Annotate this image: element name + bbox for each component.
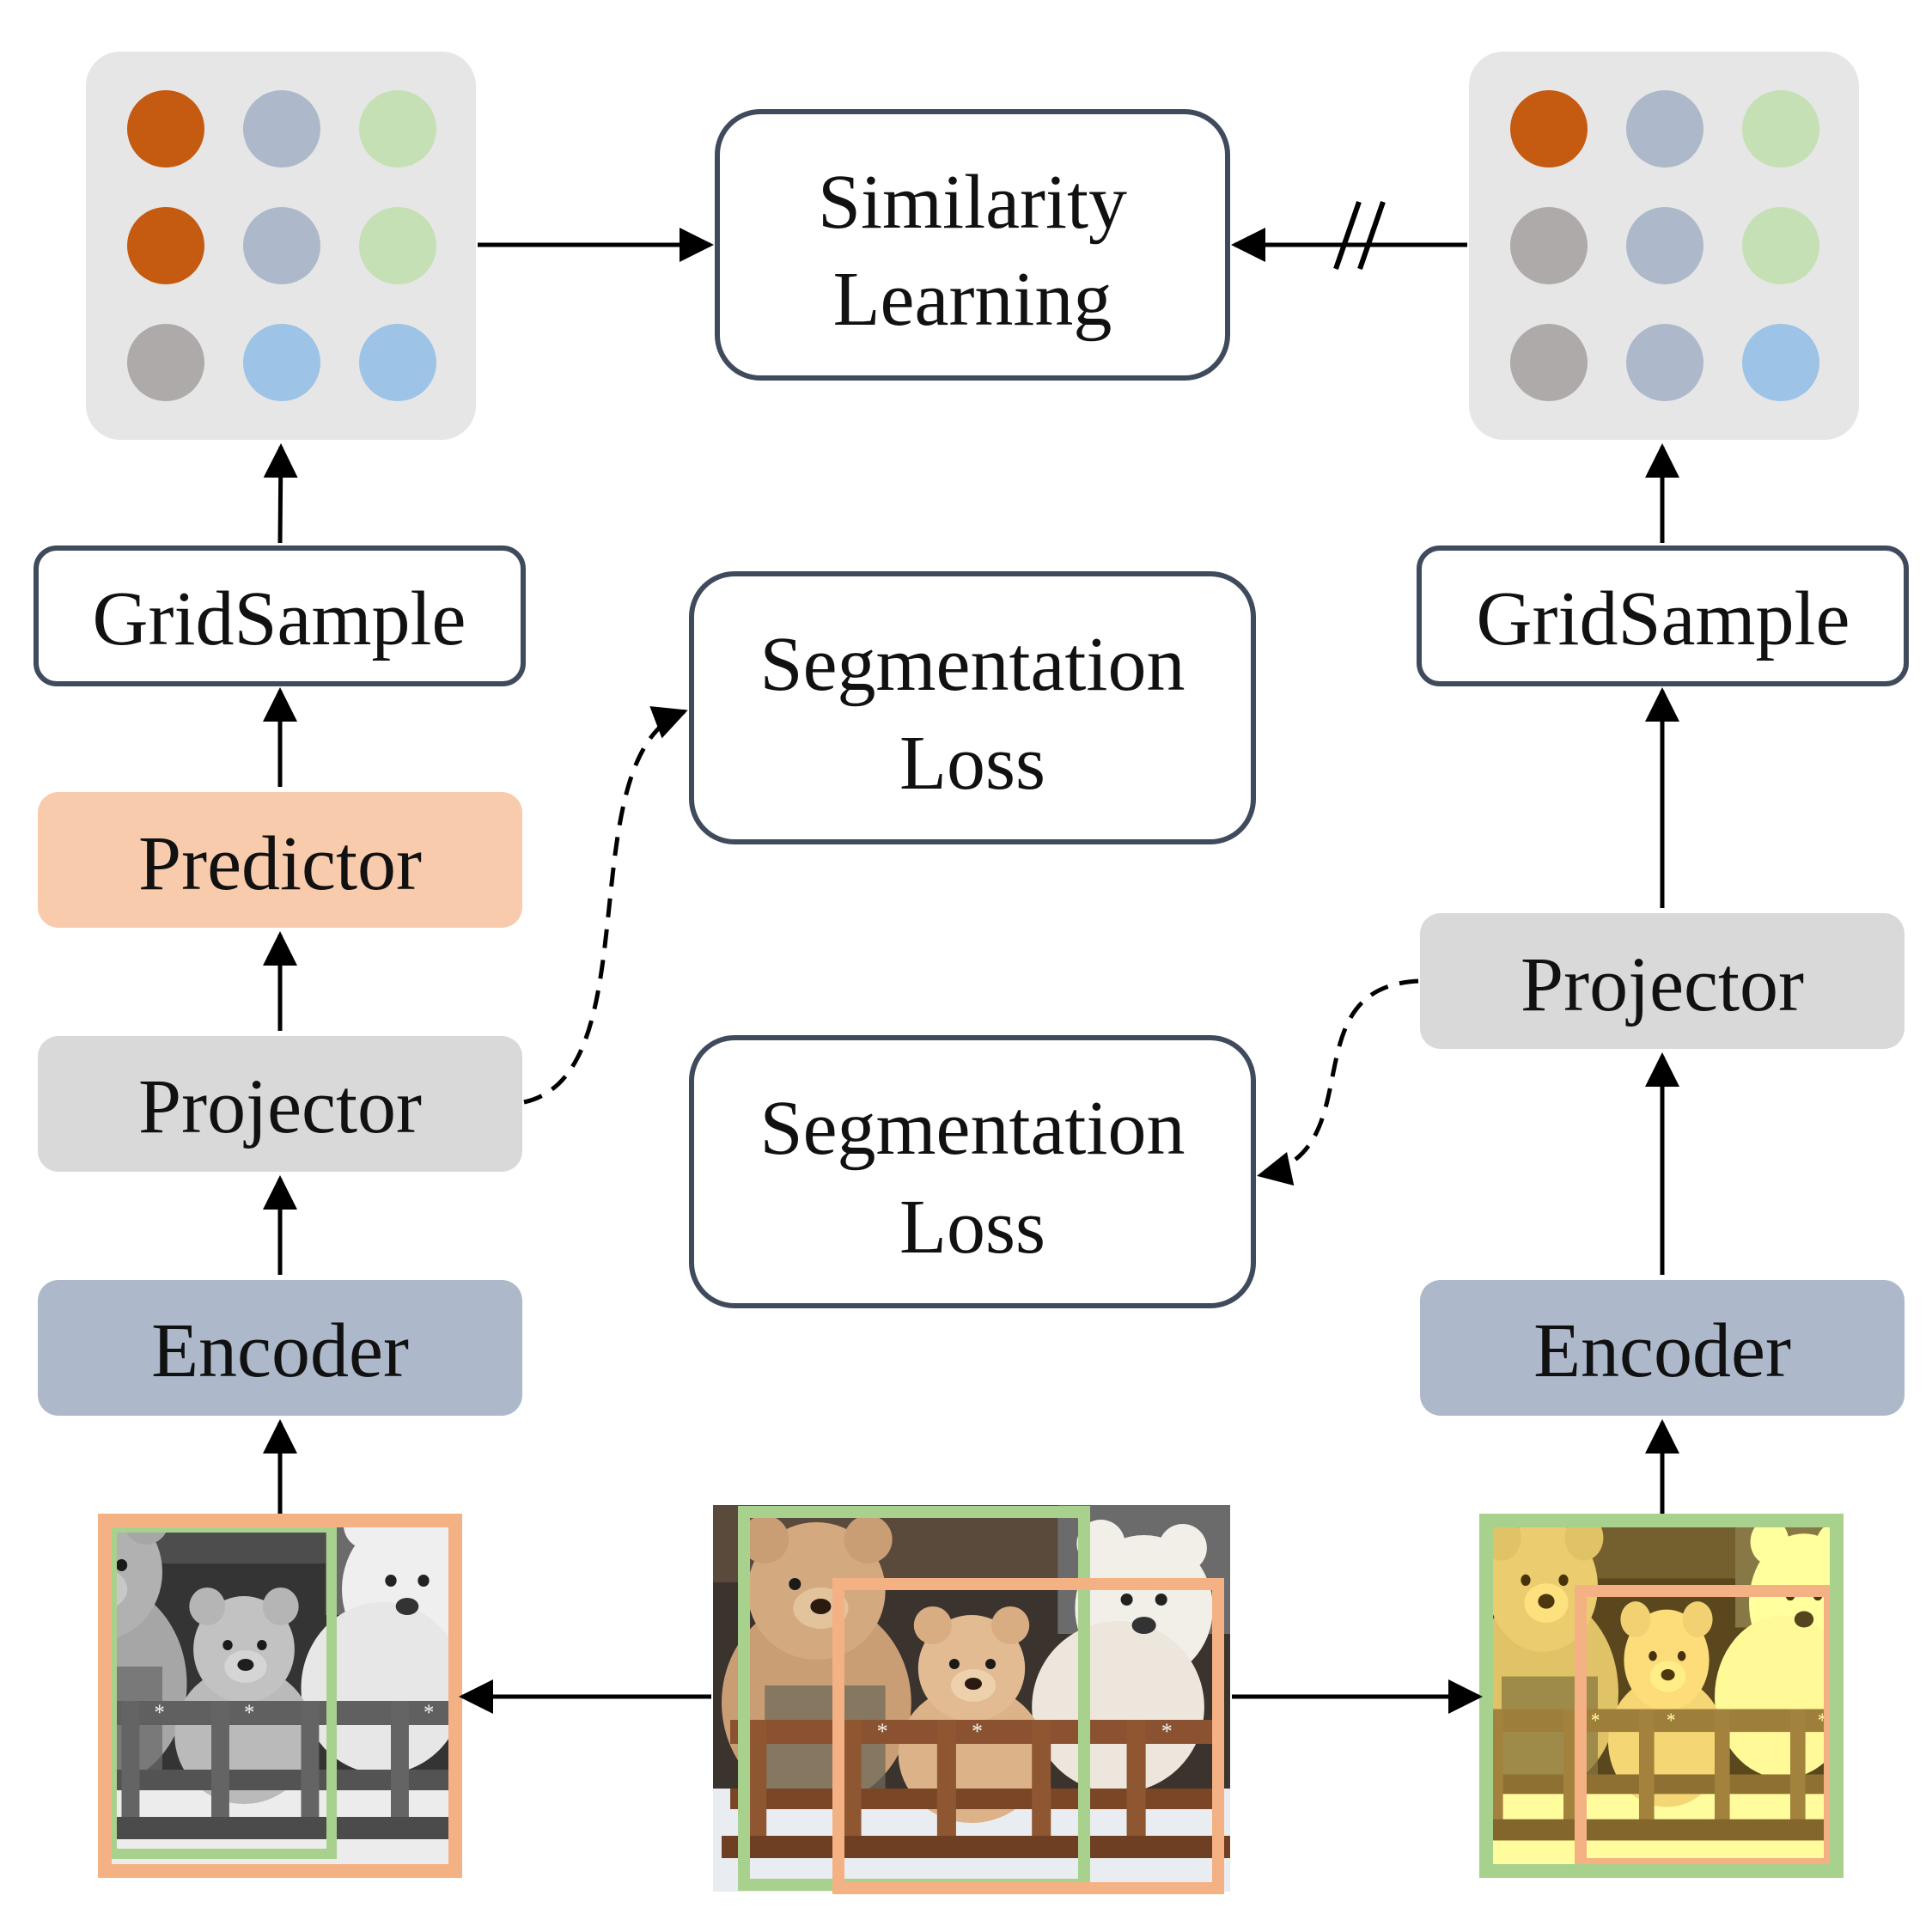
left-projector-box: Projector — [38, 1036, 522, 1172]
left-predictor-box: Predictor — [38, 792, 522, 928]
right-feature-dot — [1626, 207, 1703, 284]
left-feature-dot — [359, 324, 436, 401]
left-feature-dot — [127, 324, 204, 401]
center-orange-crop — [832, 1578, 1224, 1894]
left-feature-dot — [359, 90, 436, 168]
left-encoder-label: Encoder — [151, 1308, 409, 1393]
segmentation-loss-bottom-box: Segmentation Loss — [689, 1035, 1256, 1308]
arrows — [263, 228, 1679, 1714]
segmentation-loss-top-box: Segmentation Loss — [689, 571, 1256, 844]
left-gridsample-label: GridSample — [93, 576, 466, 661]
segmentation-loss-bottom-line2: Loss — [899, 1185, 1045, 1270]
right-gridsample-label: GridSample — [1477, 576, 1850, 661]
right-projector-label: Projector — [1521, 942, 1804, 1027]
left-feature-grid — [86, 52, 476, 440]
dashed-arrow-right-projector-to-seg-loss — [1257, 978, 1419, 1186]
left-feature-dot — [243, 90, 320, 168]
right-gridsample-box: GridSample — [1417, 545, 1909, 686]
right-feature-dot — [1742, 207, 1819, 284]
left-view-orange-border — [98, 1514, 462, 1878]
left-feature-dot — [359, 207, 436, 284]
right-view-image — [1479, 1514, 1844, 1878]
left-feature-dot — [127, 207, 204, 284]
similarity-learning-line2: Learning — [833, 257, 1112, 342]
right-feature-dot — [1742, 90, 1819, 168]
right-feature-dot — [1510, 324, 1588, 401]
dashed-arrow-left-projector-to-seg-loss — [523, 706, 688, 1105]
right-feature-dot — [1626, 324, 1703, 401]
segmentation-loss-bottom-line1: Segmentation — [760, 1086, 1185, 1171]
right-projector-box: Projector — [1420, 913, 1905, 1049]
right-encoder-label: Encoder — [1533, 1308, 1791, 1393]
left-feature-dot — [127, 90, 204, 168]
right-feature-dot — [1510, 90, 1588, 168]
left-view-image — [98, 1514, 462, 1878]
segmentation-loss-top-line2: Loss — [899, 721, 1045, 806]
left-predictor-label: Predictor — [138, 821, 422, 906]
right-feature-dot — [1626, 90, 1703, 168]
left-feature-dot — [243, 207, 320, 284]
right-view-green-border — [1479, 1514, 1844, 1878]
left-encoder-box: Encoder — [38, 1280, 522, 1416]
teddy-bear-photo-icon — [713, 1505, 1230, 1894]
similarity-learning-box: Similarity Learning — [715, 109, 1230, 381]
right-feature-dot — [1510, 207, 1588, 284]
right-feature-grid — [1469, 52, 1859, 440]
similarity-learning-line1: Similarity — [818, 160, 1127, 245]
right-feature-dot — [1742, 324, 1819, 401]
right-encoder-box: Encoder — [1420, 1280, 1905, 1416]
arrow-left-gridsample-to-grid — [263, 443, 298, 544]
left-feature-dot — [243, 324, 320, 401]
left-gridsample-box: GridSample — [34, 545, 526, 686]
segmentation-loss-top-line1: Segmentation — [760, 622, 1185, 707]
left-projector-label: Projector — [138, 1064, 422, 1149]
stop-gradient-icon — [1333, 201, 1386, 270]
